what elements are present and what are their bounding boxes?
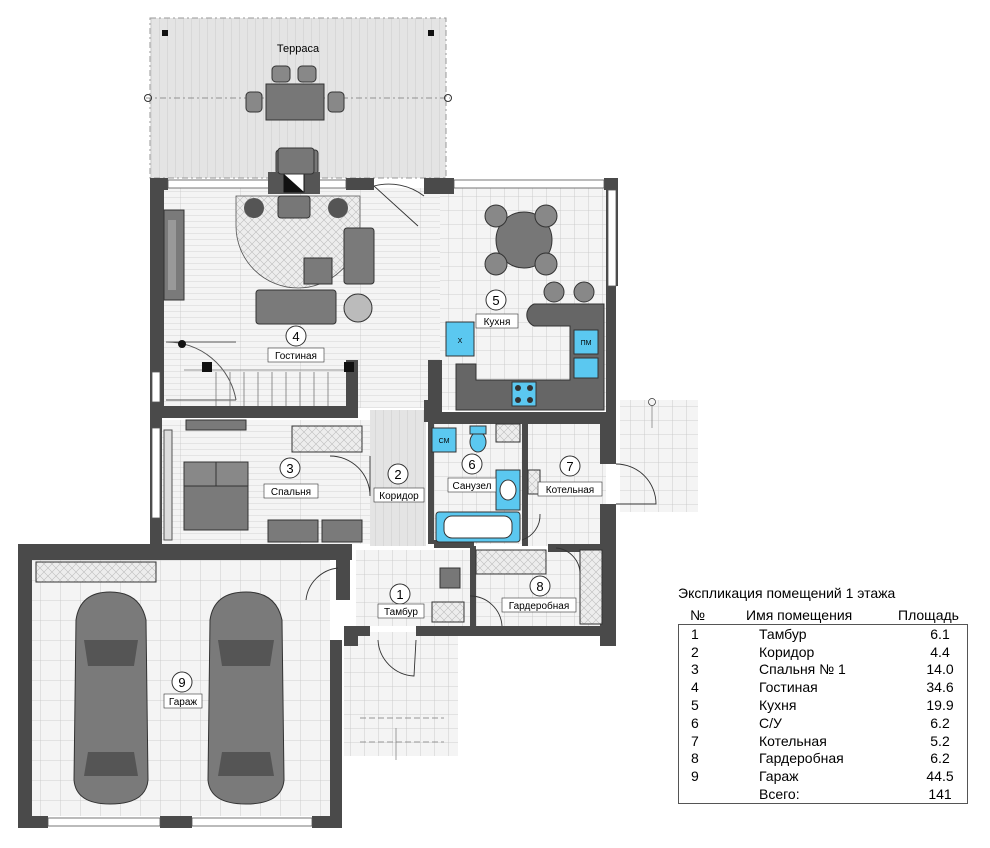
room-label-4: 4 Гостиная	[267, 325, 325, 363]
room-label-9: 9 Гараж	[163, 671, 203, 709]
svg-text:Кухня: Кухня	[484, 317, 511, 328]
svg-text:Санузел: Санузел	[453, 481, 492, 492]
dishwasher-label: ПМ	[581, 340, 592, 347]
doors	[305, 183, 657, 677]
bedroom-furniture	[163, 419, 363, 543]
porch-guides	[360, 398, 656, 760]
table-total-row: Всего:141	[678, 785, 968, 804]
explication-col-name: Имя помещения	[746, 607, 853, 623]
svg-text:Спальня: Спальня	[271, 487, 311, 498]
svg-text:1: 1	[396, 587, 403, 602]
misc-fixtures	[35, 469, 603, 625]
svg-text:Гараж: Гараж	[169, 697, 198, 708]
explication-title: Экспликация помещений 1 этажа	[678, 585, 896, 601]
svg-text:3: 3	[286, 461, 293, 476]
living-furniture	[163, 147, 375, 406]
explication-col-num: №	[690, 607, 706, 623]
kitchen-furniture: Х ПМ	[445, 204, 605, 411]
windows	[47, 179, 617, 827]
svg-text:Котельная: Котельная	[546, 485, 594, 496]
svg-text:Тамбур: Тамбур	[384, 606, 418, 618]
room-label-8: 8 Гардеробная	[501, 575, 577, 613]
svg-text:6: 6	[468, 457, 475, 472]
svg-text:2: 2	[394, 467, 401, 482]
room-label-6: 6 Санузел	[447, 453, 497, 493]
svg-text:Гостиная: Гостиная	[275, 351, 317, 362]
svg-text:Гардеробная: Гардеробная	[509, 600, 570, 612]
terrace-label: Терраса	[277, 43, 320, 55]
fridge-label: Х	[458, 338, 463, 345]
bathroom-fixtures: СМ	[431, 423, 521, 543]
svg-text:5: 5	[492, 293, 499, 308]
svg-text:Коридор: Коридор	[379, 491, 419, 502]
room-label-7: 7 Котельная	[537, 455, 603, 497]
svg-text:9: 9	[178, 675, 185, 690]
svg-text:7: 7	[566, 459, 573, 474]
svg-text:8: 8	[536, 579, 543, 594]
room-label-2: 2 Коридор	[373, 463, 425, 503]
explication-col-area: Площадь	[898, 607, 959, 623]
room-label-3: 3 Спальня	[263, 457, 319, 499]
svg-text:4: 4	[292, 329, 299, 344]
washer-label: СМ	[439, 438, 450, 445]
room-labels: 1 Тамбур 2 Коридор 3 Спальня 4 Гостиная …	[163, 289, 603, 709]
room-label-5: 5 Кухня	[475, 289, 519, 329]
cars	[73, 591, 285, 805]
room-label-1: 1 Тамбур	[377, 583, 425, 619]
